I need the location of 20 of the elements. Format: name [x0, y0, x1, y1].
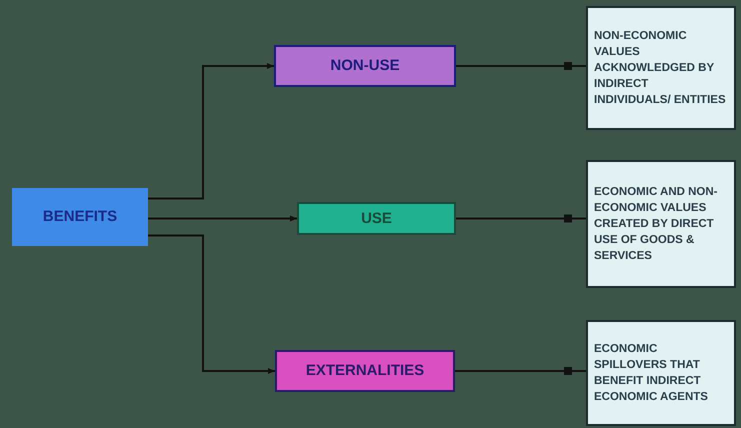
- connector-line: [456, 214, 586, 222]
- category-box: [297, 202, 456, 235]
- category-box: [274, 45, 456, 87]
- box-label: NON-USE: [330, 57, 400, 75]
- box-label: NON-ECONOMIC VALUES ACKNOWLEDGED BY INDIRECT INDIVIDUALS/ ENTITIES: [594, 28, 727, 108]
- box-label: ECONOMIC AND NON-ECONOMIC VALUES CREATED BY DIRECT USE OF GOODS & SERVICES: [594, 184, 719, 264]
- category-box: [275, 350, 455, 392]
- box-label: BENEFITS: [42, 208, 118, 226]
- arrow: [148, 234, 275, 374]
- description-box: [586, 320, 736, 426]
- arrow: [148, 216, 297, 222]
- connector-line: [456, 62, 586, 70]
- box-label: EXTERNALITIES: [306, 362, 424, 380]
- root-box: [12, 188, 148, 246]
- box-label: ECONOMIC SPILLOVERS THAT BENEFIT INDIRECT ECONOMIC AGENTS: [594, 342, 709, 406]
- box-label: USE: [361, 210, 392, 228]
- connector-line: [455, 367, 586, 375]
- description-box: [586, 160, 736, 288]
- arrow: [148, 63, 274, 200]
- description-box: [586, 6, 736, 130]
